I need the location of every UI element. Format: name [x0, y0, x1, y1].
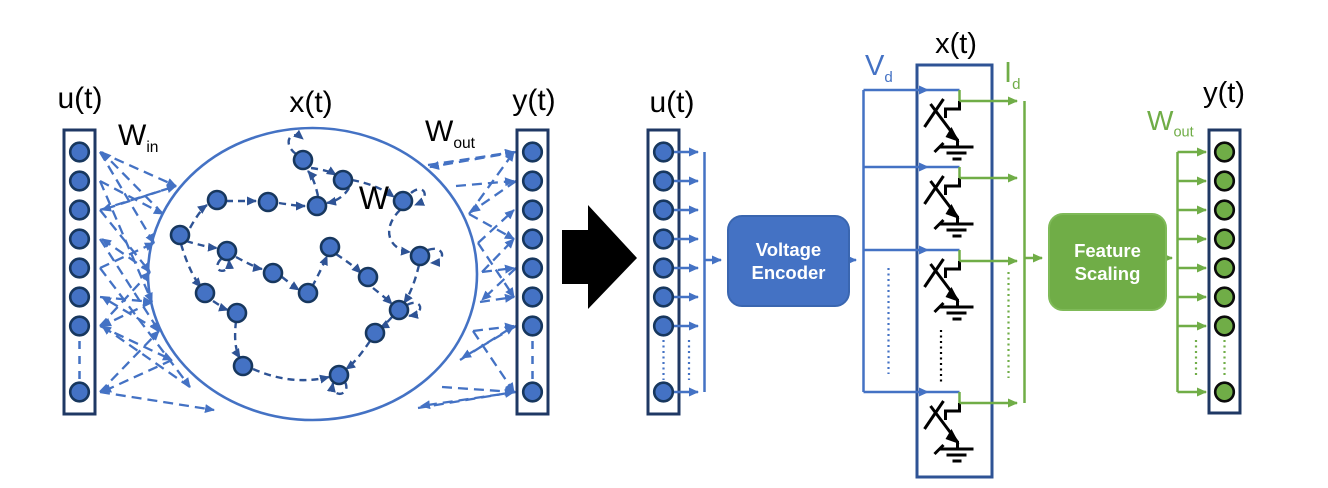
input-node [68, 381, 91, 403]
id-label: Id [1004, 57, 1021, 93]
reservoir-node [292, 149, 314, 171]
reservoir-node [297, 282, 319, 304]
input-node [68, 315, 91, 337]
input-node [68, 199, 91, 221]
hw-output-node [1213, 141, 1236, 163]
hw-state-label: x(t) [935, 28, 977, 60]
hw-input-node [652, 170, 675, 192]
output-node [521, 228, 544, 250]
reservoir-node [169, 224, 191, 246]
esn-state-label: x(t) [289, 86, 333, 119]
input-vector-column [62, 128, 97, 416]
output-node [521, 315, 544, 337]
hardware-diagram [646, 63, 1242, 479]
wout-bus [1163, 147, 1207, 397]
hw-input-node [652, 381, 675, 403]
hw-output-node [1213, 199, 1236, 221]
input-node [68, 228, 91, 250]
vd-label: Vd [865, 50, 893, 86]
input-row-arrows [673, 147, 699, 397]
input-weight-fan [98, 150, 215, 414]
feature-scaling-line2: Scaling [1074, 263, 1141, 284]
reservoir-node [262, 262, 284, 284]
esn-output-label: y(t) [512, 84, 556, 117]
hw-input-node [652, 228, 675, 250]
input-node [68, 257, 91, 279]
reservoir-connections [179, 129, 444, 395]
id-bus [958, 90, 1043, 408]
hw-input-node [652, 141, 675, 163]
reservoir-nodes [169, 149, 431, 386]
reservoir-circle [146, 126, 479, 422]
reservoir-node [232, 355, 254, 377]
reservoir-node [364, 322, 386, 344]
voltage-encoder-line2: Encoder [751, 262, 826, 283]
hw-output-node [1213, 228, 1236, 250]
vd-bus [862, 85, 960, 397]
esn-diagram [62, 126, 550, 422]
hw-output-node [1213, 170, 1236, 192]
reservoir-node [392, 190, 414, 212]
output-node [521, 257, 544, 279]
reservoir-node [409, 245, 431, 267]
voltage-encoder-box: Voltage Encoder [727, 215, 850, 307]
output-node [521, 170, 544, 192]
esn-input-label: u(t) [57, 82, 103, 115]
hw-input-label: u(t) [649, 86, 695, 119]
reservoir-node [257, 191, 279, 213]
hw-output-label: y(t) [1203, 77, 1245, 109]
reservoir-node [216, 240, 238, 262]
hw-output-node [1213, 257, 1236, 279]
hw-output-node [1213, 286, 1236, 308]
output-node [521, 199, 544, 221]
hw-input-node [652, 315, 675, 337]
output-vector-column [515, 128, 550, 416]
wout-label: Wout [425, 115, 476, 152]
reservoir-node [332, 169, 354, 191]
reservoir-node [319, 236, 341, 258]
output-weight-fan [417, 148, 517, 410]
hw-output-node [1213, 381, 1236, 403]
input-node [68, 141, 91, 163]
hw-input-vector-column [646, 128, 722, 416]
output-node [521, 141, 544, 163]
hw-output-vector-column [1207, 128, 1242, 415]
voltage-encoder-line1: Voltage [755, 238, 822, 260]
block-arrow-right-icon [562, 205, 637, 309]
memristor-array [923, 97, 975, 463]
reservoir-node [226, 302, 248, 324]
hw-input-node [652, 257, 675, 279]
reservoir-weight-label: W [358, 180, 390, 216]
reservoir-node [388, 299, 410, 321]
hw-input-node [652, 199, 675, 221]
hw-wout-label: Wout [1147, 105, 1194, 141]
win-label: Win [118, 119, 159, 156]
reservoir-node [194, 282, 216, 304]
output-node [521, 286, 544, 308]
hw-output-node [1213, 315, 1236, 337]
feature-scaling-box: Feature Scaling [1048, 213, 1167, 311]
input-node [68, 286, 91, 308]
reservoir-node [328, 364, 350, 386]
input-node [68, 170, 91, 192]
reservoir-node [206, 189, 228, 211]
reservoir-node [306, 195, 328, 217]
hw-input-node [652, 286, 675, 308]
memristor-array-box [915, 63, 994, 479]
feature-scaling-line1: Feature [1074, 239, 1141, 261]
reservoir-node [357, 266, 379, 288]
output-node [521, 381, 544, 403]
